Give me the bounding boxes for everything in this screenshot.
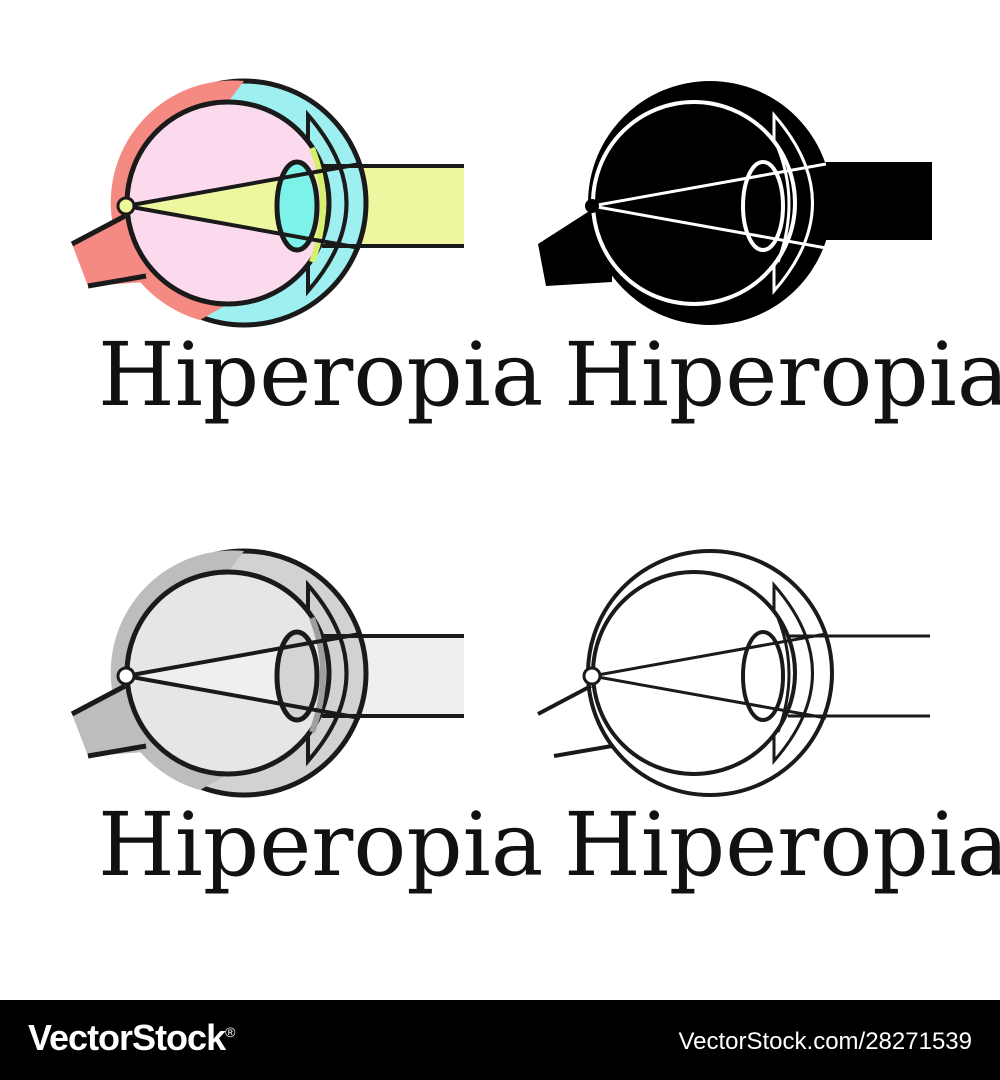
focal-point <box>116 196 136 216</box>
focal-point <box>582 666 602 686</box>
brand-mark: ® <box>225 1024 235 1040</box>
light-cone <box>126 170 318 240</box>
ray-top <box>591 632 827 678</box>
focal-point <box>585 199 599 213</box>
nerve-edge-top <box>70 683 127 717</box>
watermark-footer: VectorStock® VectorStock.com/28271539 <box>0 1000 1000 1080</box>
focal-point <box>116 666 136 686</box>
lens <box>274 629 320 723</box>
caption-grayscale: Hiperopia <box>98 793 543 896</box>
ray-top <box>591 162 827 208</box>
iris <box>776 147 791 263</box>
light-cone <box>126 640 318 710</box>
nerve-edge-bottom <box>87 743 147 759</box>
ray-bottom <box>125 204 361 250</box>
image-url: VectorStock.com/28271539 <box>678 1028 972 1055</box>
nerve-edge-top <box>537 684 592 716</box>
caption-outline: Hiperopia <box>564 793 1000 896</box>
hyperopia-illustration: Hiperopia Hiperopia Hiperopia Hiperopia <box>70 78 1000 896</box>
nerve-edge-top <box>70 213 127 247</box>
nerve-edge-bottom <box>87 273 147 289</box>
ray-bottom <box>125 674 361 720</box>
iris <box>309 616 326 734</box>
brand-name: VectorStock <box>28 1017 226 1058</box>
nerve-edge-bottom <box>553 744 613 758</box>
caption-color: Hiperopia <box>98 323 543 426</box>
caption-silhouette: Hiperopia <box>564 323 1000 426</box>
ray-top <box>125 162 361 208</box>
vectorstock-logo: VectorStock® <box>28 1017 235 1059</box>
panel-silhouette <box>538 81 932 325</box>
lens <box>274 159 320 253</box>
ray-bottom <box>591 674 827 720</box>
lens <box>741 160 785 252</box>
iris <box>309 146 326 264</box>
iris <box>776 617 791 733</box>
panel-grayscale <box>70 548 464 798</box>
lens <box>741 630 785 722</box>
panel-outline <box>537 549 930 797</box>
ray-top <box>125 632 361 678</box>
panel-color <box>70 78 464 328</box>
ray-bottom <box>591 204 827 250</box>
